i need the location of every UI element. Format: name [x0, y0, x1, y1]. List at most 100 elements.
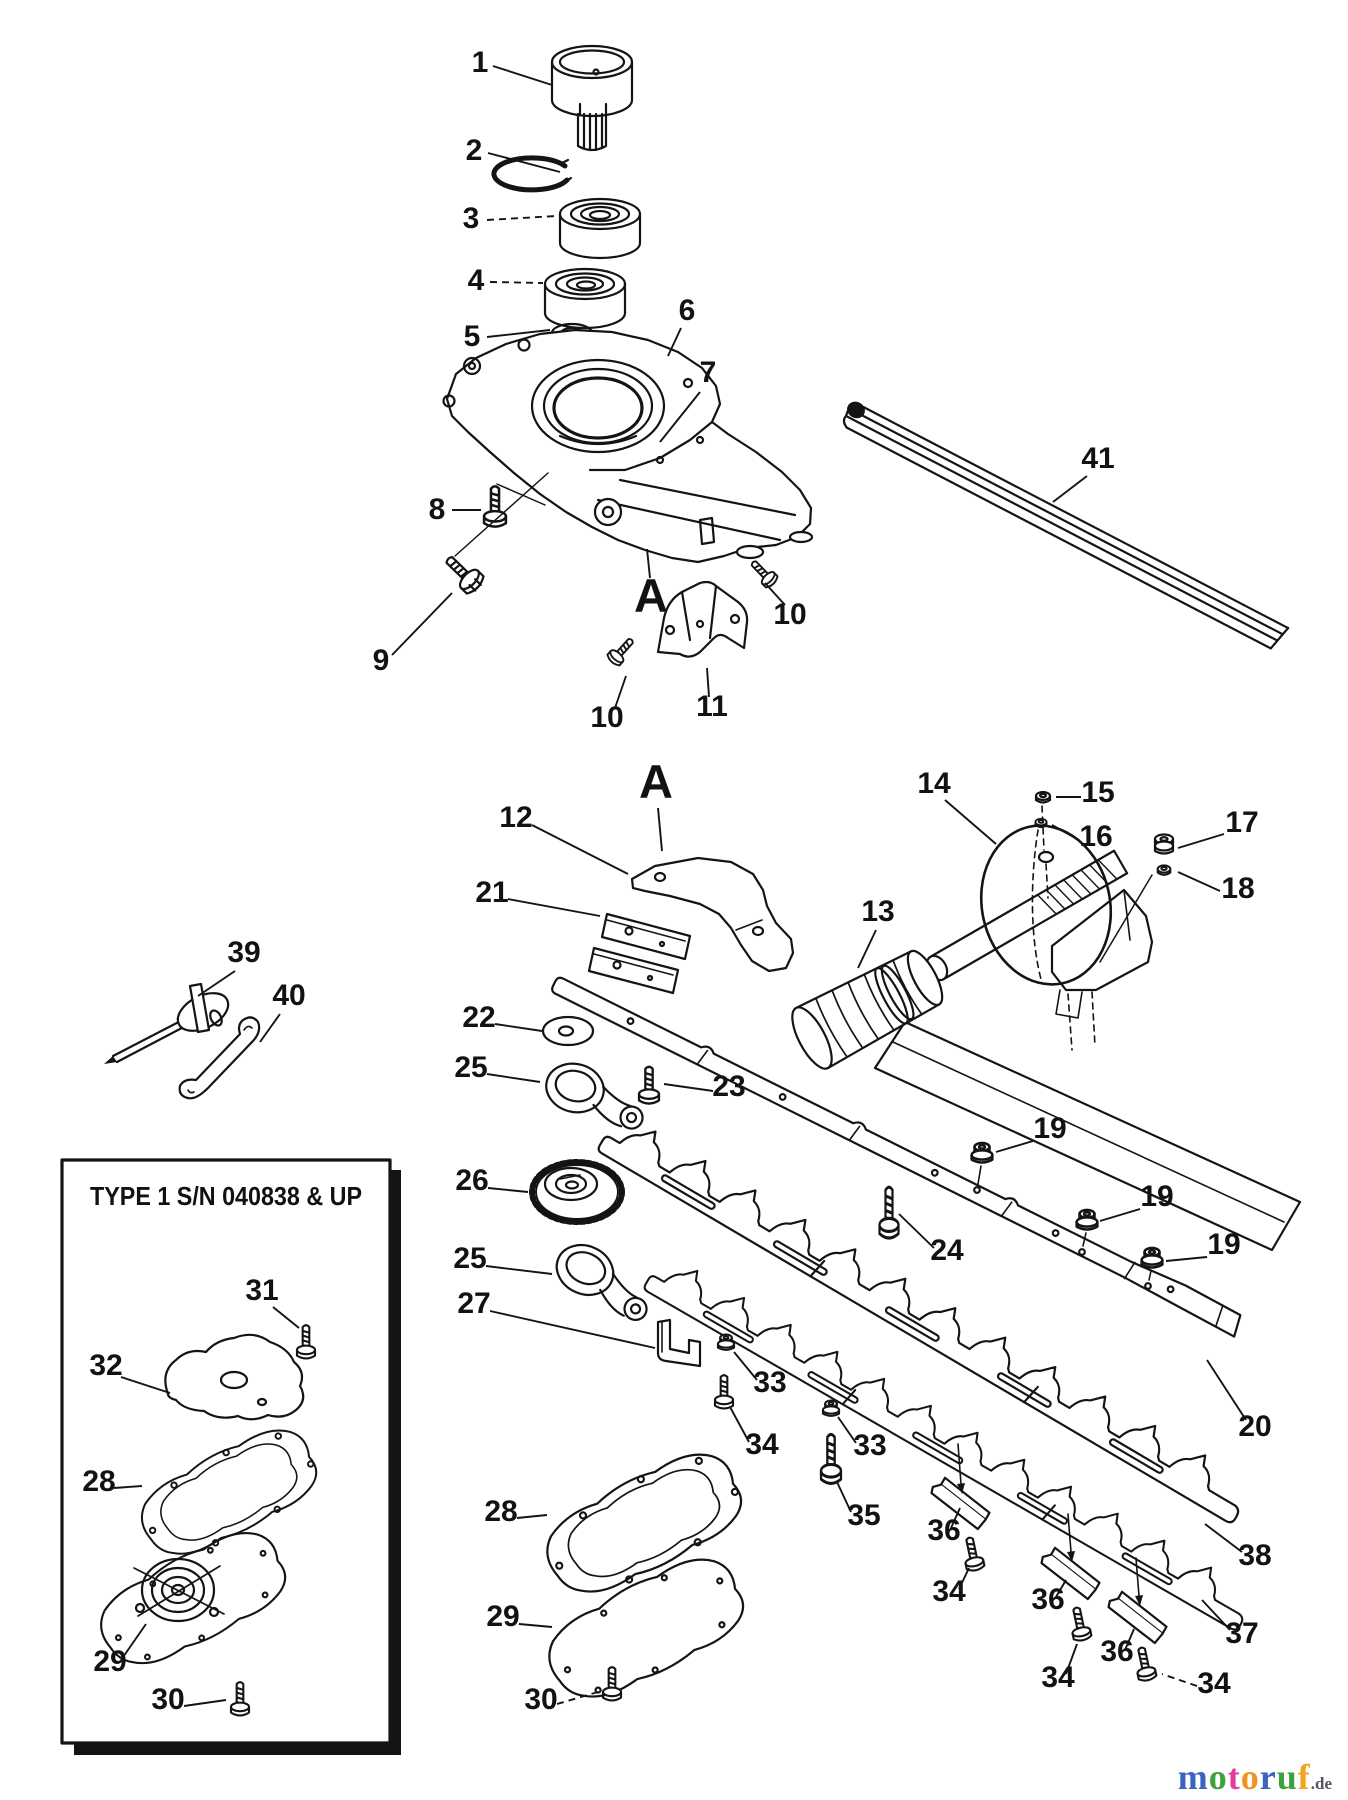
- part-clip-27: [656, 1318, 702, 1368]
- leader-line: [197, 970, 236, 997]
- leader-line: [1051, 824, 1080, 841]
- part-label-3: 3: [463, 202, 480, 235]
- watermark-letter: t: [1227, 1757, 1241, 1797]
- part-label-18: 18: [1221, 872, 1254, 905]
- part-screw-30-main: [601, 1666, 623, 1702]
- leader-line: [898, 1213, 935, 1249]
- leader-line: [492, 65, 553, 86]
- leader-line: [1055, 1579, 1067, 1598]
- part-label-15: 15: [1081, 776, 1114, 809]
- part-bracket-11: [656, 580, 749, 658]
- part-screw-34b: [959, 1534, 987, 1574]
- leader-line: [120, 1376, 171, 1394]
- leader-line: [487, 152, 561, 173]
- part-nut-16: [1034, 817, 1048, 829]
- part-screw-10-lower: [604, 633, 639, 669]
- part-snap-ring: [491, 155, 573, 193]
- leader-line: [485, 1265, 553, 1275]
- leader-line: [516, 1514, 548, 1519]
- leader-line: [1161, 1673, 1198, 1687]
- part-label-19: 19: [1207, 1228, 1240, 1261]
- part-nut-33a: [716, 1333, 736, 1351]
- part-nut-15: [1034, 790, 1052, 804]
- part-label-11: 11: [696, 690, 728, 723]
- leader-line: [113, 1485, 143, 1489]
- part-clip-36b: [1034, 1513, 1105, 1602]
- part-screw-34c: [1066, 1604, 1094, 1644]
- watermark-letter: r: [1259, 1757, 1277, 1797]
- part-label-33: 33: [753, 1366, 786, 1399]
- part-label-32: 32: [89, 1349, 122, 1382]
- part-washer-22: [541, 1015, 595, 1047]
- part-label-34: 34: [932, 1575, 966, 1608]
- leader-line: [958, 1567, 970, 1590]
- leader-line: [391, 592, 453, 656]
- part-label-37: 37: [1225, 1617, 1258, 1650]
- part-gear-26: [529, 1159, 625, 1225]
- leader-line: [518, 1623, 553, 1628]
- view-label-A: A: [639, 755, 673, 808]
- assembly-line-15-16: [1041, 805, 1049, 899]
- part-label-17: 17: [1225, 806, 1258, 839]
- inset-box: [60, 1158, 401, 1755]
- leader-line: [995, 1140, 1034, 1153]
- leader-line: [259, 1013, 281, 1043]
- leader-line: [1177, 871, 1221, 892]
- leader-line: [272, 1306, 300, 1329]
- part-plate-21a: [600, 912, 692, 961]
- leader-line: [950, 1507, 961, 1529]
- leader-line: [614, 675, 627, 709]
- part-screw-35: [819, 1432, 843, 1485]
- part-open-wrench-40: [178, 1016, 261, 1100]
- part-label-12: 12: [499, 801, 532, 834]
- part-cover-29-inset: [87, 1518, 297, 1681]
- leader-line: [857, 929, 877, 969]
- part-label-4: 4: [468, 264, 485, 297]
- part-gasket-28-main: [533, 1438, 754, 1611]
- part-screw-34d: [1131, 1644, 1159, 1684]
- leader-line: [944, 799, 997, 845]
- part-label-23: 23: [712, 1070, 745, 1103]
- part-label-35: 35: [847, 1499, 880, 1532]
- leader-line: [646, 548, 651, 579]
- part-label-30: 30: [524, 1683, 557, 1716]
- watermark-logo: motoruf.de: [1178, 1756, 1332, 1798]
- part-bearing-upper: [558, 197, 642, 260]
- part-label-16: 16: [1079, 820, 1112, 853]
- part-label-9: 9: [373, 644, 390, 677]
- part-label-22: 22: [462, 1001, 495, 1034]
- leader-line: [1124, 1628, 1135, 1651]
- part-socket-wrench-39: [104, 982, 230, 1064]
- part-label-29: 29: [93, 1645, 126, 1678]
- leader-line: [494, 1023, 543, 1032]
- leader-line: [487, 1187, 529, 1193]
- part-label-19: 19: [1033, 1112, 1066, 1145]
- part-nut-18: [1156, 864, 1172, 876]
- leader-line: [183, 1699, 227, 1707]
- leader-line: [1065, 1643, 1078, 1675]
- watermark-letter: o: [1208, 1757, 1228, 1797]
- leader-line: [659, 391, 701, 443]
- part-label-34: 34: [745, 1428, 779, 1461]
- leader-line: [733, 1351, 758, 1381]
- leader-line: [663, 1083, 714, 1092]
- part-label-27: 27: [457, 1287, 490, 1320]
- part-cover-29-main: [535, 1543, 756, 1715]
- part-plate-21b: [587, 946, 680, 995]
- part-flat-bar-20: [551, 976, 1242, 1338]
- part-nut-19b: [1075, 1208, 1099, 1256]
- part-disc-guard-14: [979, 824, 1154, 1051]
- part-handle-grip-13: [791, 949, 944, 1070]
- part-bearing-lower: [543, 267, 627, 330]
- leader-line: [1177, 833, 1225, 849]
- part-label-5: 5: [464, 320, 481, 353]
- part-label-38: 38: [1238, 1539, 1271, 1572]
- part-label-19: 19: [1140, 1180, 1173, 1213]
- part-screw-10-right: [746, 555, 781, 591]
- view-label-A: A: [634, 569, 668, 622]
- part-drive-cap: [550, 44, 634, 152]
- leader-line: [1206, 1359, 1247, 1421]
- part-backbone-bar: [873, 1020, 1302, 1252]
